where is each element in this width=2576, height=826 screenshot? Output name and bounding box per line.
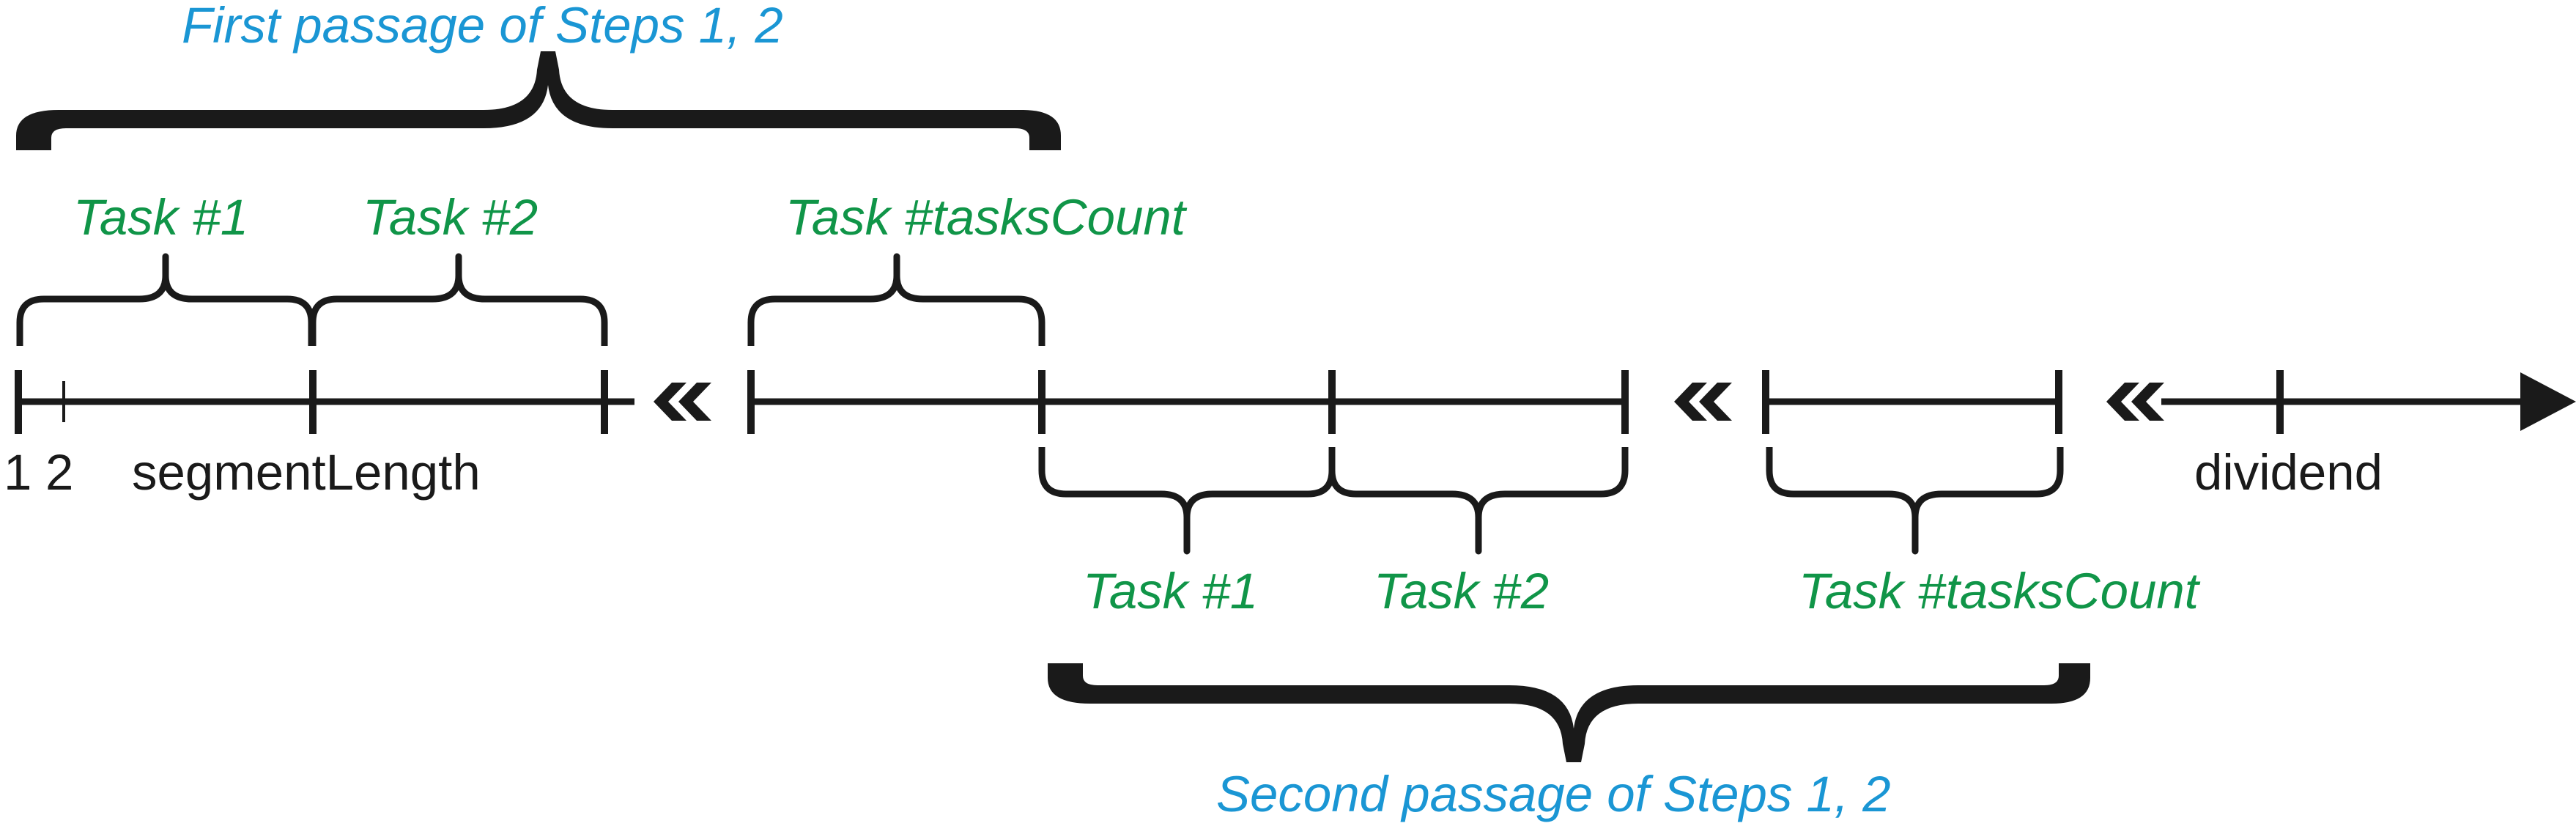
bottom-lasttask-label: Task #tasksCount <box>1799 563 2201 619</box>
bottom-task2-label: Task #2 <box>1374 563 1549 619</box>
break-chevron-icon <box>2106 383 2164 421</box>
top-task2-label: Task #2 <box>363 189 538 246</box>
bottom-task1-label: Task #1 <box>1083 563 1258 619</box>
bottom-task2-brace <box>1328 447 1629 555</box>
top-task1-label: Task #1 <box>73 189 248 246</box>
second-passage-brace <box>1048 663 2090 762</box>
top-task1-brace <box>16 253 315 346</box>
bottom-task1-brace <box>1038 447 1336 555</box>
axis-label-segment-length: segmentLength <box>132 444 481 501</box>
break-chevron-icon <box>654 383 711 421</box>
top-lasttask-label: Task #tasksCount <box>785 189 1188 246</box>
second-passage-label: Second passage of Steps 1, 2 <box>1216 766 1891 822</box>
axis-ticks <box>15 370 2284 434</box>
axis-breaks <box>654 383 2164 421</box>
bottom-lasttask-brace <box>1766 447 2064 555</box>
top-task2-brace <box>309 253 608 346</box>
axis-label-dividend: dividend <box>2194 444 2383 501</box>
break-chevron-icon <box>1674 383 1732 421</box>
top-lasttask-brace <box>747 253 1045 346</box>
axis-label-one: 1 <box>4 444 32 501</box>
first-passage-brace <box>16 51 1061 150</box>
axis-arrowhead <box>2520 372 2576 431</box>
axis-label-two: 2 <box>45 444 73 501</box>
first-passage-label: First passage of Steps 1, 2 <box>182 0 783 54</box>
